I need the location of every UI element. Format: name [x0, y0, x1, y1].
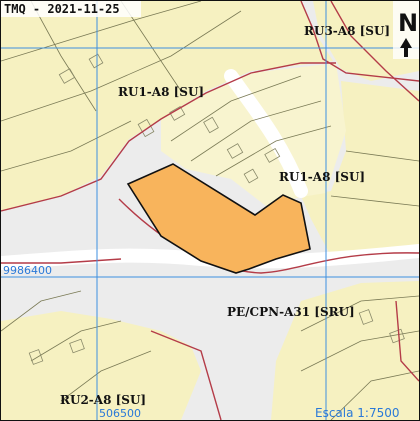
- north-arrow: N: [393, 1, 419, 59]
- grid-label-northing: 9986400: [3, 264, 52, 277]
- zone-area-bottom-left: [1, 311, 201, 420]
- zone-area-top-left: [1, 1, 333, 211]
- zone-label-pe: PE/CPN-A31 [SRU]: [227, 305, 355, 319]
- map-scale-label: Escala 1:7500: [315, 406, 400, 420]
- zone-label-ru1-ne: RU1-A8 [SU]: [279, 170, 365, 184]
- zone-area-center: [161, 63, 346, 206]
- zone-area-bottom-right: [271, 281, 419, 420]
- arrow-up-icon: [400, 38, 412, 57]
- zone-label-ru3: RU3-A8 [SU]: [304, 24, 390, 38]
- selected-parcel[interactable]: [126, 163, 311, 274]
- header-backdrop: [1, 1, 141, 17]
- zone-label-ru1-nw: RU1-A8 [SU]: [118, 85, 204, 99]
- building-footprints: [28, 53, 405, 365]
- north-letter: N: [398, 9, 418, 37]
- road-diagonal: [224, 69, 308, 198]
- map-date-label: TMQ - 2021-11-25: [4, 2, 120, 16]
- zone-labels: RU3-A8 [SU] RU1-A8 [SU] RU1-A8 [SU] PE/C…: [60, 24, 390, 407]
- zone-label-ru2: RU2-A8 [SU]: [60, 393, 146, 407]
- grid-label-easting: 506500: [99, 407, 141, 420]
- zone-area-right: [301, 81, 419, 256]
- zone-area-top-right: [313, 1, 419, 81]
